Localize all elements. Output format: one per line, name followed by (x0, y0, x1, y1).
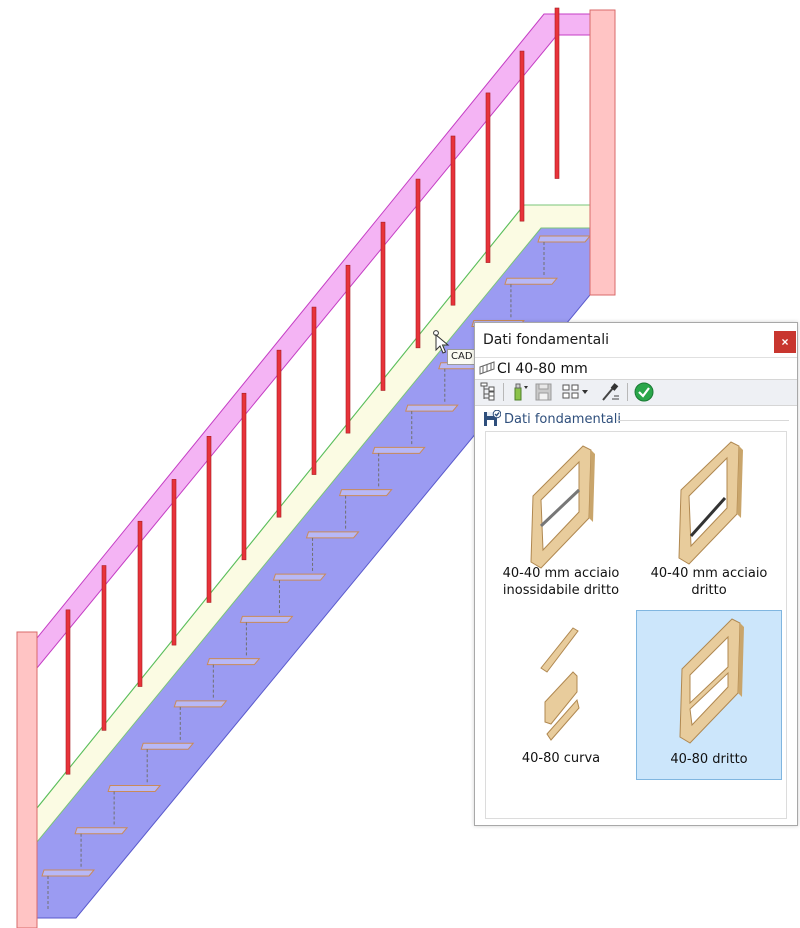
panel-titlebar[interactable]: Dati fondamentali × (475, 323, 797, 356)
save-with-check-icon (484, 410, 501, 426)
option-label: 40-40 mm acciaio dritto (636, 565, 782, 599)
stair-steps (41, 235, 592, 910)
baluster (485, 92, 491, 263)
baluster (241, 392, 247, 561)
section-title: Dati fondamentali (504, 412, 621, 427)
stair-tread (272, 573, 327, 581)
stair-tread (305, 531, 360, 539)
baluster (171, 479, 177, 646)
newel-post-bottom (16, 631, 38, 928)
save-icon[interactable] (533, 382, 555, 402)
option-label-line1: 40-40 mm acciaio (502, 566, 620, 581)
baluster (554, 7, 560, 179)
stair-tread (371, 446, 426, 454)
newel-post-top (589, 9, 616, 296)
panel-title: Dati fondamentali (483, 332, 609, 348)
grid-view-dropdown-icon[interactable] (561, 382, 591, 402)
confirm-check-icon[interactable] (633, 382, 655, 402)
stair-tread (173, 700, 228, 708)
stair-tread (504, 277, 559, 285)
cad-tooltip: CAD (447, 349, 477, 365)
option-label: 40-40 mm acciaio inossidabile dritto (488, 565, 634, 599)
baluster (206, 436, 212, 603)
baluster (380, 221, 386, 391)
stair-tread (74, 827, 129, 835)
baluster (65, 609, 71, 775)
stair-tread (107, 784, 162, 792)
panel-toolbar (475, 379, 797, 406)
section-divider (617, 420, 789, 421)
option-label-line1: 40-80 dritto (670, 752, 748, 767)
railing-steel-straight-thumbnail (678, 441, 743, 565)
tree-structure-icon[interactable] (478, 382, 500, 402)
railing-straight-thumbnail (679, 618, 744, 744)
stair-tread (206, 658, 261, 666)
stair-tread (338, 489, 393, 497)
stair-tread (41, 869, 96, 877)
option-label-line1: 40-80 curva (521, 751, 601, 766)
baluster (415, 178, 421, 349)
stair-tread (405, 404, 459, 412)
option-label-line2: inossidabile dritto (502, 583, 620, 598)
option-tile-selected[interactable]: 40-80 dritto (636, 610, 782, 780)
option-tile[interactable]: 40-40 mm acciaio inossidabile dritto (488, 434, 634, 604)
object-name-row: CI 40-80 mm (475, 357, 797, 379)
baluster (137, 520, 143, 687)
stair-tread (239, 615, 294, 623)
baluster (450, 135, 456, 306)
eyedropper-icon[interactable] (599, 382, 621, 402)
baluster (276, 349, 282, 518)
balusters (65, 7, 560, 775)
option-label: 40-80 curva (488, 750, 634, 767)
bottle-dropdown-icon[interactable] (509, 382, 531, 402)
baluster (311, 306, 317, 475)
baluster (519, 50, 525, 222)
close-button[interactable]: × (774, 331, 796, 353)
railing-curved-thumbnail (540, 627, 580, 741)
baluster (345, 264, 351, 434)
mouse-cursor-icon (433, 330, 450, 354)
option-label: 40-80 dritto (637, 751, 781, 768)
section-header: Dati fondamentali (483, 409, 789, 429)
basic-data-panel: Dati fondamentali × CI 40-80 mm (474, 322, 798, 826)
stair-tread (140, 742, 195, 750)
option-label-line2: dritto (691, 583, 727, 598)
option-label-line1: 40-40 mm acciaio (650, 566, 768, 581)
baluster (101, 565, 107, 731)
railing-icon (479, 361, 495, 375)
stair-tread (537, 235, 592, 243)
option-grid: 40-40 mm acciaio inossidabile dritto 40-… (485, 431, 787, 819)
option-tile[interactable]: 40-80 curva (488, 610, 634, 780)
option-tile[interactable]: 40-40 mm acciaio dritto (636, 434, 782, 604)
object-name: CI 40-80 mm (497, 361, 588, 377)
railing-stainless-straight-thumbnail (530, 445, 595, 569)
